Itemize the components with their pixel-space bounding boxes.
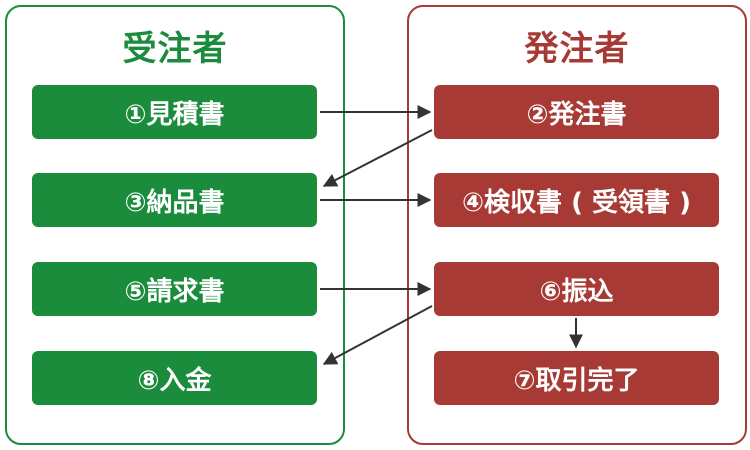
step-quotation: ①見積書 xyxy=(32,85,317,139)
step-purchase-order: ②発注書 xyxy=(434,85,719,139)
step-bank-transfer: ⑥振込 xyxy=(434,262,719,316)
step-delivery-note: ③納品書 xyxy=(32,173,317,227)
step-transaction-complete: ⑦取引完了 xyxy=(434,351,719,405)
contractor-title: 受注者 xyxy=(122,29,228,69)
step-payment-received: ⑧入金 xyxy=(32,351,317,405)
step-invoice: ⑤請求書 xyxy=(32,262,317,316)
client-title: 発注者 xyxy=(524,29,630,69)
step-acceptance-receipt: ④検収書 ( 受領書 ) xyxy=(434,173,719,227)
